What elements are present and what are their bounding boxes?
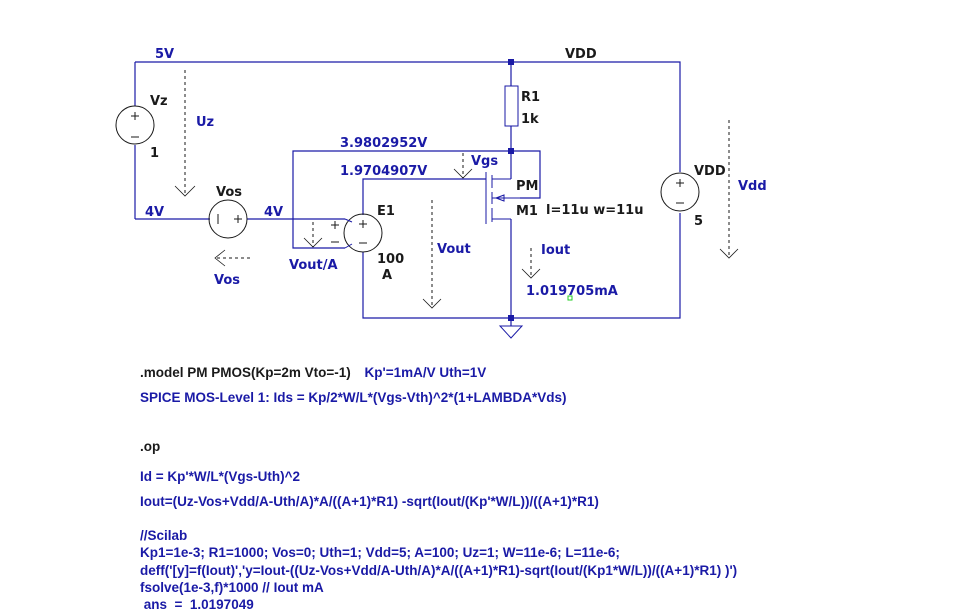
wire-bottom[interactable] — [362, 213, 681, 319]
r1-name: R1 — [521, 90, 540, 105]
model-directive[interactable]: .model PM PMOS(Kp=2m Vto=-1) — [140, 365, 351, 380]
r1-value: 1k — [521, 112, 539, 127]
vdd-value: 5 — [694, 214, 703, 229]
op-directive[interactable]: .op — [140, 439, 161, 454]
vz-name: Vz — [150, 94, 168, 109]
wire-e1-out-gate[interactable] — [362, 178, 486, 215]
net-label-5v: 5V — [155, 47, 174, 62]
scilab-deff: deff('[y]=f(Iout)','y=Iout-((Uz-Vos+Vdd/… — [140, 563, 738, 578]
e1-value2: A — [382, 268, 392, 283]
net-label-source-voltage: 3.9802952V — [340, 136, 427, 151]
vos-name: Vos — [216, 185, 242, 200]
scilab-fsolve: fsolve(1e-3,f)*1000 // Iout mA — [140, 580, 324, 595]
net-label-4v-right: 4V — [264, 205, 283, 220]
wire-e1-minus-feedback[interactable] — [292, 150, 541, 249]
wire-top[interactable] — [135, 61, 681, 172]
iout-equation: Iout=(Uz-Vos+Vdd/A-Uth/A)*A/((A+1)*R1) -… — [140, 494, 599, 509]
voltage-arrows — [174, 70, 739, 309]
m1-pmos[interactable] — [485, 172, 520, 224]
net-label-gate-voltage: 1.9704907V — [340, 164, 427, 179]
iout-value: 1.019705mA — [526, 284, 618, 299]
annotation-iout: Iout — [541, 243, 570, 258]
m1-model: PM — [516, 179, 538, 194]
m1-name: M1 — [516, 204, 538, 219]
e1-value: 100 — [377, 252, 404, 267]
cursor-marker — [567, 295, 573, 301]
net-label-4v-left: 4V — [145, 205, 164, 220]
vos-source[interactable] — [208, 199, 248, 239]
scilab-params: Kp1=1e-3; R1=1000; Vos=0; Uth=1; Vdd=5; … — [140, 545, 620, 560]
annotation-vgs: Vgs — [471, 154, 498, 169]
annotation-vos: Vos — [214, 273, 240, 288]
junction-source — [508, 148, 514, 154]
vz-value: 1 — [150, 146, 159, 161]
annotation-vdd: Vdd — [738, 179, 767, 194]
e1-vcvs[interactable] — [331, 213, 383, 253]
annotation-uz: Uz — [196, 115, 214, 130]
m1-params: l=11u w=11u — [546, 203, 643, 218]
net-label-vdd-top: VDD — [565, 47, 597, 62]
vz-source[interactable] — [115, 105, 155, 145]
e1-name: E1 — [377, 204, 395, 219]
junction-gnd — [508, 315, 514, 321]
annotation-vout: Vout — [437, 242, 471, 257]
model-line: .model PM PMOS(Kp=2m Vto=-1) Kp'=1mA/V U… — [140, 365, 486, 380]
model-comment: Kp'=1mA/V Uth=1V — [364, 365, 487, 380]
junction-vdd — [508, 59, 514, 65]
vdd-name: VDD — [694, 164, 726, 179]
vdd-source[interactable] — [660, 172, 700, 212]
annotation-vout-a: Vout/A — [289, 258, 338, 273]
r1-resistor[interactable] — [504, 85, 519, 127]
spice-equation: SPICE MOS-Level 1: Ids = Kp/2*W/L*(Vgs-V… — [140, 390, 567, 405]
scilab-ans: ans = 1.0197049 — [140, 597, 254, 612]
id-equation: Id = Kp'*W/L*(Vgs-Uth)^2 — [140, 469, 300, 484]
ground-icon — [498, 325, 524, 339]
scilab-comment: //Scilab — [140, 528, 188, 543]
